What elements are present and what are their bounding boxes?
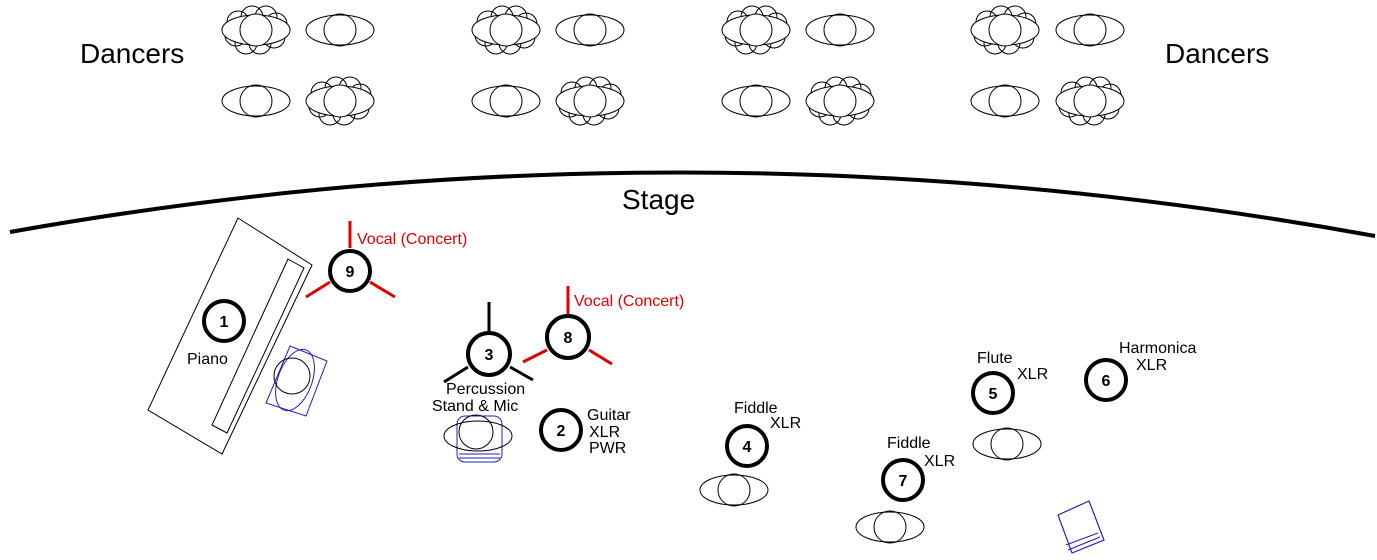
guitar-xlr-label: XLR <box>589 424 620 441</box>
harmonica-xlr-label: XLR <box>1136 357 1167 374</box>
position-number: 6 <box>1102 373 1111 390</box>
mic-stand-leg <box>522 348 548 364</box>
piano-label: Piano <box>187 351 228 368</box>
vocal-label-8: Vocal (Concert) <box>574 293 684 310</box>
dancer-figure <box>721 5 791 55</box>
dancer-figure <box>805 76 875 126</box>
flute-label: Flute <box>977 350 1013 367</box>
dancer-figure <box>305 13 375 47</box>
fiddle-4-xlr-label: XLR <box>770 415 801 432</box>
mic-stand-leg <box>588 348 613 366</box>
stand-mic-label: Stand & Mic <box>432 398 518 415</box>
position-number: 3 <box>485 347 494 364</box>
mic-stand-leg <box>369 280 396 299</box>
dancer-figure <box>721 84 791 118</box>
dancers-label-left: Dancers <box>80 38 184 69</box>
dancer-figure <box>970 5 1040 55</box>
position-3-marker: 3 <box>443 302 534 384</box>
fiddle-7-xlr-label: XLR <box>924 453 955 470</box>
dancer-figure <box>805 13 875 47</box>
position-1-marker: 1 <box>202 299 246 343</box>
dancer-figure <box>471 5 541 55</box>
position-number: 8 <box>564 330 573 347</box>
guitar-label: Guitar <box>587 407 631 424</box>
position-2-marker: 2 <box>539 408 583 452</box>
stage-label: Stage <box>622 184 695 215</box>
position-number: 9 <box>346 264 355 281</box>
dancer-figure <box>970 84 1040 118</box>
guitar-pwr-label: PWR <box>589 440 626 457</box>
dancer-figure <box>555 13 625 47</box>
dancer-figure <box>1055 13 1125 47</box>
fiddle-label-4: Fiddle <box>734 400 778 417</box>
position-number: 2 <box>557 423 566 440</box>
musician-figure <box>855 510 925 544</box>
chair-icon <box>265 345 328 417</box>
position-9-marker: 9 <box>305 221 396 299</box>
musician-figure <box>699 473 769 507</box>
position-number: 5 <box>989 386 998 403</box>
position-number: 1 <box>220 314 229 331</box>
position-6-marker: 6 <box>1084 358 1128 402</box>
stage-edge-line <box>9 170 1376 238</box>
percussion-label: Percussion <box>446 381 525 398</box>
position-number: 7 <box>899 473 908 490</box>
chair-icon <box>1057 500 1105 554</box>
position-4-marker: 4 <box>725 424 769 468</box>
dancer-figure <box>471 84 541 118</box>
position-8-marker: 8 <box>522 286 613 366</box>
dancer-figure <box>1055 76 1125 126</box>
dancer-figure <box>305 76 375 126</box>
vocal-label-9: Vocal (Concert) <box>357 231 467 248</box>
flute-xlr-label: XLR <box>1017 366 1048 383</box>
mic-stand-leg <box>443 365 469 384</box>
fiddle-label-7: Fiddle <box>887 435 931 452</box>
dancer-figure <box>221 84 291 118</box>
dancer-figure <box>221 5 291 55</box>
mic-stand-leg <box>509 365 534 382</box>
chair-icon <box>443 414 513 463</box>
position-5-marker: 5 <box>971 371 1015 415</box>
dancers-label-right: Dancers <box>1165 38 1269 69</box>
dancer-figure <box>555 76 625 126</box>
harmonica-label: Harmonica <box>1119 340 1196 357</box>
piano-outline <box>147 217 313 455</box>
mic-stand-leg <box>305 280 331 299</box>
musician-figure <box>972 427 1042 461</box>
position-7-marker: 7 <box>881 458 925 502</box>
position-number: 4 <box>743 439 752 456</box>
